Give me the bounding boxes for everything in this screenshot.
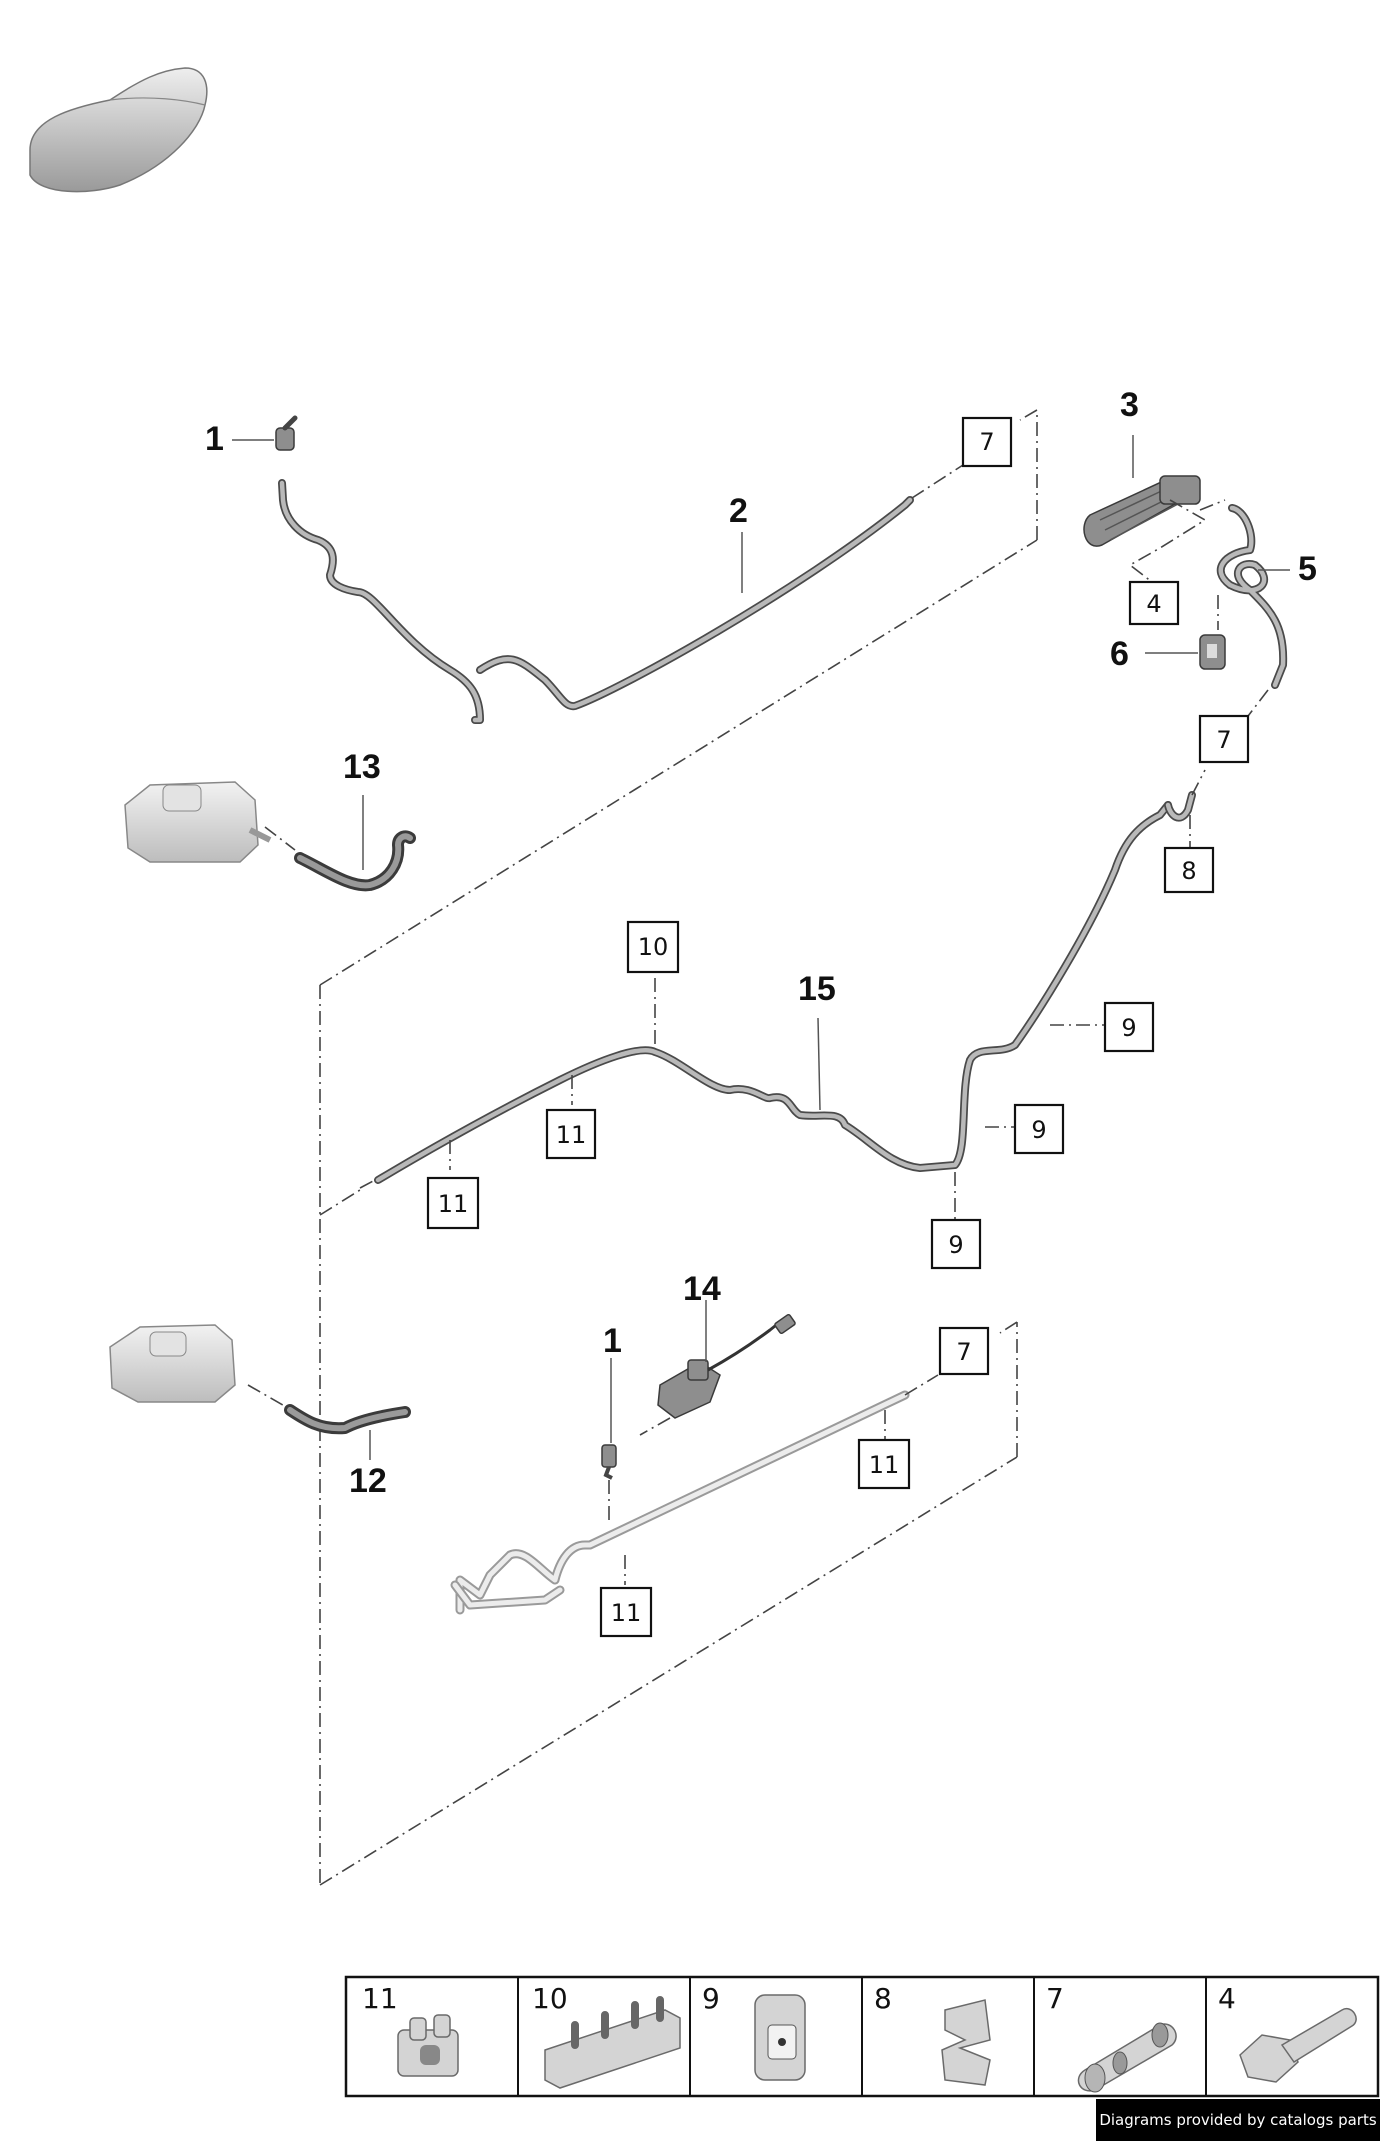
- callout-12: 12: [349, 1462, 387, 1500]
- reservoir-13: [124, 781, 272, 863]
- legend-table: 11 10 9 8: [344, 1975, 1380, 2098]
- bleed-screw-upper: [232, 415, 298, 451]
- callout-5: 5: [1298, 550, 1317, 588]
- ref-box-9-upper: 9: [1103, 1001, 1155, 1053]
- svg-text:11: 11: [438, 1190, 469, 1218]
- reservoir-12: [109, 1324, 236, 1403]
- svg-text:4: 4: [1146, 590, 1161, 618]
- clutch-line-lower: [450, 1374, 939, 1615]
- hose-5: [1216, 504, 1290, 721]
- clutch-line-15: [359, 769, 1206, 1220]
- ref-box-9-middle: 9: [1013, 1103, 1065, 1155]
- ref-box-11-left: 11: [426, 1176, 480, 1230]
- ref-box-9-lower: 9: [930, 1218, 982, 1270]
- connector-icon: [1077, 2022, 1177, 2093]
- bleed-screw-lower: [601, 1358, 617, 1525]
- clip-6: [1145, 634, 1226, 670]
- callout-13: 13: [343, 748, 381, 786]
- svg-text:4: 4: [1218, 1982, 1236, 2015]
- svg-text:7: 7: [956, 1338, 971, 1366]
- hose-12: [247, 1384, 411, 1460]
- legend-cell-11: 11: [362, 1982, 459, 2077]
- ref-box-7-right: 7: [1198, 714, 1250, 764]
- bolt-icon: [1239, 2007, 1357, 2083]
- callout-15: 15: [798, 970, 836, 1008]
- svg-text:11: 11: [556, 1121, 587, 1149]
- callout-3: 3: [1120, 386, 1139, 424]
- callout-6: 6: [1110, 635, 1129, 673]
- callout-1-upper: 1: [205, 420, 224, 458]
- ref-box-7-lower: 7: [938, 1326, 990, 1376]
- legend-cell-10: 10: [532, 1982, 681, 2089]
- svg-text:11: 11: [611, 1599, 642, 1627]
- ref-box-7-upper: 7: [961, 416, 1013, 468]
- ref-box-8: 8: [1163, 846, 1215, 894]
- svg-text:8: 8: [1181, 857, 1196, 885]
- svg-text:11: 11: [869, 1451, 900, 1479]
- sensor-14: [639, 1300, 796, 1436]
- svg-text:9: 9: [948, 1231, 963, 1259]
- svg-text:10: 10: [638, 933, 669, 961]
- svg-text:7: 7: [979, 428, 994, 456]
- callout-2: 2: [729, 492, 748, 530]
- ref-box-4: 4: [1128, 580, 1180, 626]
- svg-text:9: 9: [1121, 1014, 1136, 1042]
- legend-cell-9: 9: [702, 1982, 806, 2081]
- svg-text:10: 10: [532, 1982, 568, 2015]
- ref-box-11-lower-left: 11: [599, 1586, 653, 1638]
- ref-box-11-lower-right: 11: [857, 1438, 911, 1490]
- legend-cell-7: 7: [1046, 1982, 1177, 2093]
- group-outline-upper: [319, 409, 1038, 1885]
- ref-box-11-center: 11: [545, 1108, 597, 1160]
- clip-icon: [397, 2014, 459, 2077]
- bracket-clip-icon: [941, 1999, 991, 2086]
- svg-text:8: 8: [874, 1982, 892, 2015]
- group-outline-lower: [319, 1321, 1018, 1886]
- multi-clip-icon: [544, 1996, 681, 2089]
- diagram-credit: Diagrams provided by catalogs parts: [1096, 2099, 1380, 2141]
- svg-text:9: 9: [1031, 1116, 1046, 1144]
- svg-text:11: 11: [362, 1982, 398, 2015]
- svg-text:7: 7: [1216, 726, 1231, 754]
- holder-icon: [754, 1994, 806, 2081]
- slave-cylinder-3: [1083, 435, 1226, 583]
- callout-14: 14: [683, 1270, 721, 1308]
- callout-1-lower: 1: [603, 1322, 622, 1360]
- vehicle-silhouette-icon: [29, 67, 208, 193]
- hose-13: [264, 795, 416, 892]
- svg-text:9: 9: [702, 1982, 720, 2015]
- legend-cell-4: 4: [1218, 1982, 1357, 2083]
- svg-text:7: 7: [1046, 1982, 1064, 2015]
- ref-box-10: 10: [626, 920, 680, 974]
- legend-cell-8: 8: [874, 1982, 991, 2086]
- clutch-line-2: [278, 464, 964, 724]
